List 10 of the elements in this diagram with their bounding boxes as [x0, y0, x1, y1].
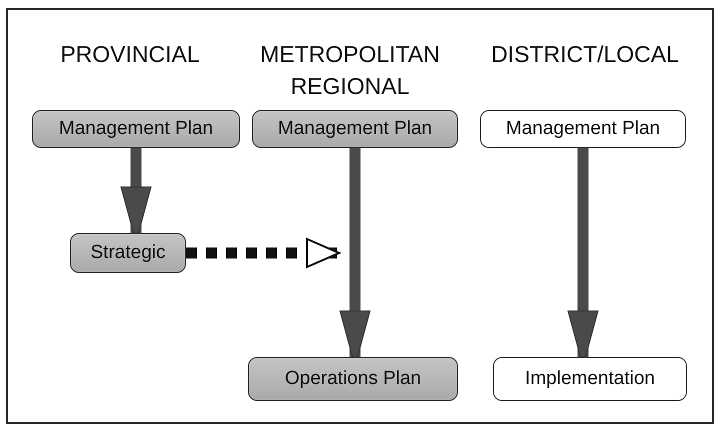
shaded-plan-box: Operations Plan [248, 357, 458, 401]
plan-box: Implementation [493, 357, 687, 401]
shaded-plan-box: Strategic [70, 233, 186, 273]
shaded-plan-box: Management Plan [252, 110, 458, 148]
column-heading: DISTRICT/LOCAL [490, 40, 680, 69]
shaded-plan-box: Management Plan [32, 110, 240, 148]
dashed-arrow [186, 238, 340, 268]
column-heading: PROVINCIAL [59, 40, 201, 69]
column-heading: METROPOLITAN REGIONAL [259, 40, 441, 101]
plan-box: Management Plan [480, 110, 686, 148]
